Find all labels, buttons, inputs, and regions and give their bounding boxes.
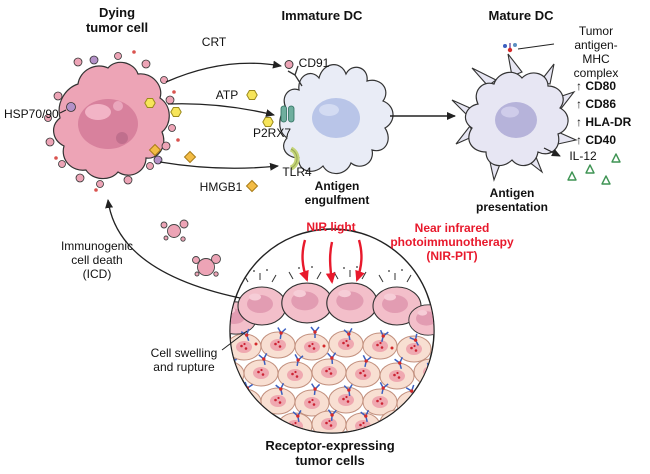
il12-triangles (567, 153, 621, 185)
icd-arrow (105, 199, 241, 299)
hmgb1-arrow (149, 144, 279, 192)
hmgb1-label: HMGB1 (199, 180, 243, 194)
hmgb1-diamond (246, 180, 258, 192)
p2rx7-receptor (280, 105, 295, 123)
immature-dc-title: Immature DC (281, 8, 363, 23)
mhc-complex-icon (503, 43, 517, 53)
cd86-label: ↑ CD86 (576, 97, 617, 111)
atp-label: ATP (215, 88, 239, 102)
crt-arrow (165, 60, 282, 83)
hsp-molecules (66, 55, 163, 165)
antibody-conjugates (230, 326, 434, 424)
mature-dc-title: Mature DC (488, 8, 554, 23)
mhc-complex-label: Tumor antigen- MHC complex (573, 24, 619, 81)
antigen-engulfment-label: Antigen engulfment (304, 179, 370, 208)
cd91-label: CD91 (298, 56, 330, 70)
released-dots (54, 50, 180, 192)
antigen-presentation-label: Antigen presentation (475, 186, 549, 215)
cd91-receptor (284, 60, 303, 87)
il12-label: IL-12 (569, 149, 597, 163)
receptor-tumor-cells-title: Receptor-expressing tumor cells (265, 438, 395, 469)
hsp-pointer-line (59, 109, 67, 114)
icd-label: Immunogenic cell death (ICD) (60, 239, 134, 282)
hmgb1-diamond (184, 151, 196, 163)
p2rx7-label: P2RX7 (252, 126, 292, 140)
immature-dc-graphic (279, 60, 394, 175)
mhc-pointer-line (517, 43, 555, 50)
crt-molecule (284, 60, 294, 69)
tumor-circle (229, 228, 435, 434)
atp-hexagon (170, 107, 182, 117)
cd40-label: ↑ CD40 (576, 133, 617, 147)
cell-debris (160, 219, 221, 277)
mature-dc-graphic (451, 43, 621, 185)
atp-arrow (144, 90, 275, 127)
cell-swelling-label: Cell swelling and rupture (150, 346, 218, 375)
cd80-label: ↑ CD80 (576, 79, 617, 93)
nir-light-arrows (299, 239, 365, 284)
membrane-blebs (44, 52, 176, 188)
atp-hexagon (144, 98, 156, 108)
dying-tumor-cell-graphic (44, 50, 180, 192)
il12-arrow (543, 147, 561, 157)
nir-pit-label: Near infrared photoimmunotherapy (NIR-PI… (390, 221, 514, 264)
dying-tumor-cell-title: Dying tumor cell (85, 5, 149, 36)
hsp-label: HSP70/90 (4, 107, 59, 121)
tlr4-receptor (289, 146, 300, 171)
tlr4-label: TLR4 (282, 165, 312, 179)
swelling-pointer-line (221, 330, 248, 351)
crt-label: CRT (201, 35, 227, 49)
nir-light-label: NIR light (306, 220, 356, 234)
hla-dr-label: ↑ HLA-DR (576, 115, 632, 129)
atp-hexagon (246, 90, 258, 100)
